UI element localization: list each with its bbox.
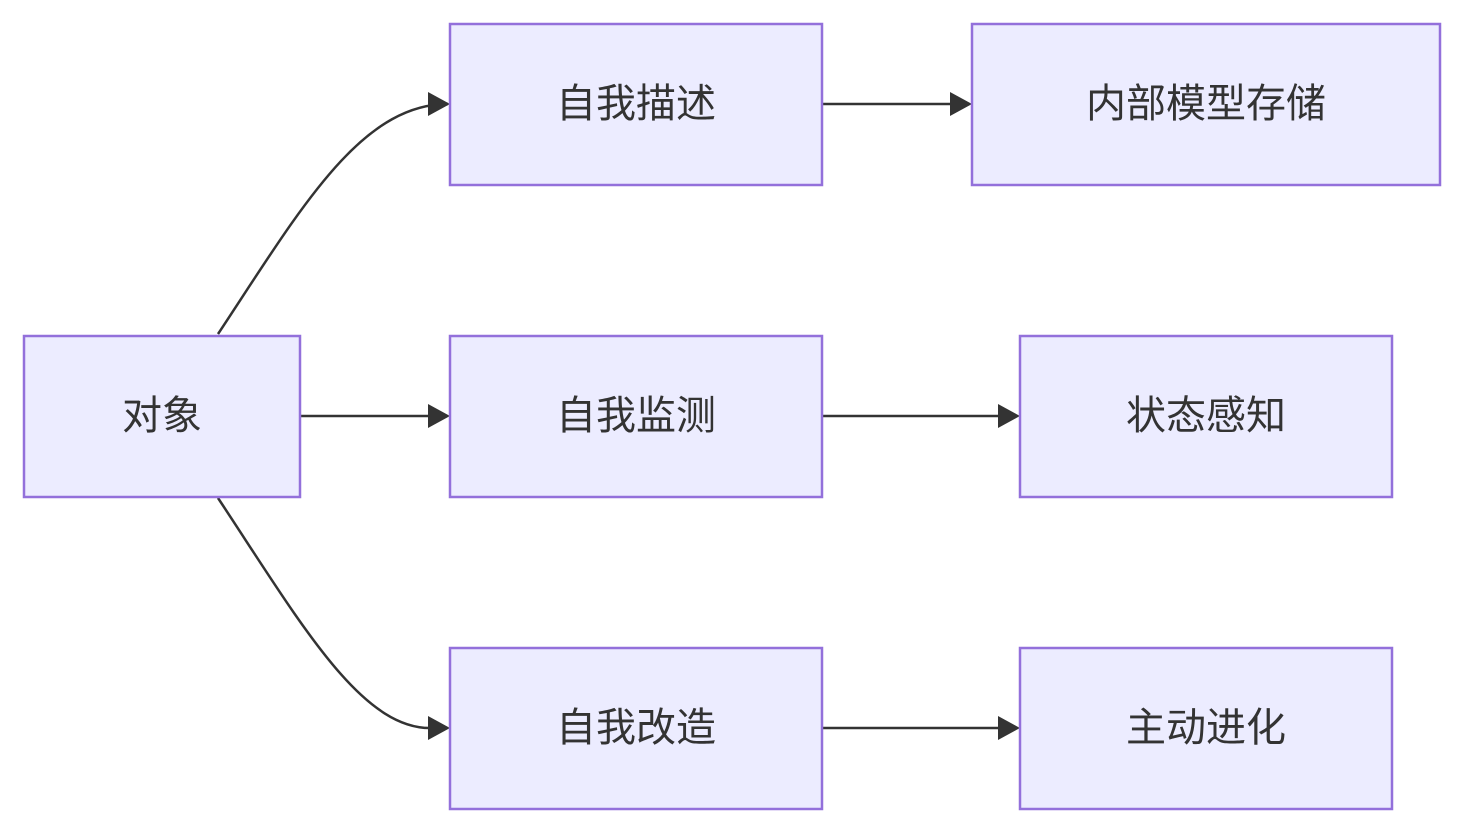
node-self-describe-label: 自我描述: [556, 81, 716, 127]
node-state-awareness-label: 状态感知: [1126, 393, 1286, 439]
arrowhead-active-evolution: [998, 716, 1020, 740]
node-internal-storage: 内部模型存储: [970, 22, 1442, 187]
arrowhead-self-monitor: [428, 404, 450, 428]
arrowhead-internal-storage: [950, 92, 972, 116]
node-self-modify-label: 自我改造: [556, 705, 716, 751]
node-active-evolution: 主动进化: [1018, 646, 1394, 811]
node-self-monitor-label: 自我监测: [556, 393, 716, 439]
node-self-monitor: 自我监测: [448, 334, 824, 499]
node-self-describe: 自我描述: [448, 22, 824, 187]
node-self-modify: 自我改造: [448, 646, 824, 811]
node-state-awareness: 状态感知: [1018, 334, 1394, 499]
node-object-label: 对象: [122, 393, 202, 439]
edge-object-to-self-modify: [216, 497, 431, 730]
edge-object-to-self-describe: [216, 102, 449, 335]
node-internal-storage-label: 内部模型存储: [1086, 81, 1326, 127]
node-object: 对象: [22, 334, 302, 499]
arrowhead-state-awareness: [998, 404, 1020, 428]
arrowhead-self-describe: [428, 92, 450, 116]
arrowhead-self-modify: [428, 716, 450, 740]
edges: [216, 92, 1020, 740]
node-active-evolution-label: 主动进化: [1126, 705, 1286, 751]
